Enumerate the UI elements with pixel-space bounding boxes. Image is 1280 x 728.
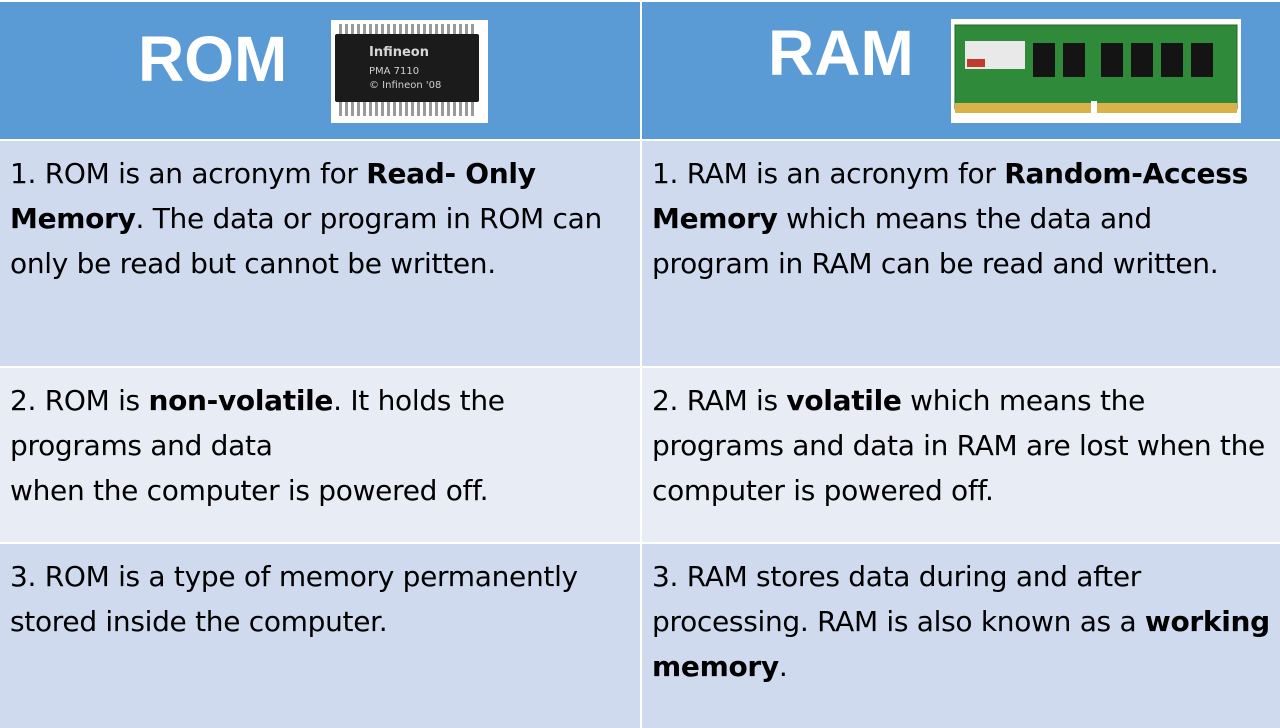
rom-row-1-highlight: Read- Only Memory [10, 157, 536, 235]
ram-row-3-highlight: working memory [652, 605, 1270, 683]
rom-chip-icon: Infineon PMA 7110 © Infineon '08 [335, 24, 479, 116]
chip-brand-label: Infineon [369, 45, 429, 60]
ram-module-image [951, 19, 1241, 123]
ram-row-1: 1. RAM is an acronym for Random-Access M… [642, 141, 1280, 366]
ram-module-icon [954, 24, 1238, 115]
rom-row-3: 3. ROM is a type of memory permanently s… [0, 544, 640, 728]
rom-row-2-highlight: non-volatile [148, 384, 334, 417]
rom-row-1: 1. ROM is an acronym for Read- Only Memo… [0, 141, 640, 366]
rom-header-cell: ROM Infineon PMA 7110 © Infineon '08 [0, 2, 640, 139]
ram-header-cell: RAM [642, 2, 1280, 139]
rom-row-2: 2. ROM is non-volatile. It holds the pro… [0, 368, 640, 542]
ram-row-3: 3. RAM stores data during and after proc… [642, 544, 1280, 728]
ram-row-1-highlight: Random-Access Memory [652, 157, 1248, 235]
ram-header-title: RAM [768, 17, 914, 89]
chip-model-label: PMA 7110 [369, 66, 419, 77]
chip-copyright-label: © Infineon '08 [369, 80, 441, 91]
rom-chip-image: Infineon PMA 7110 © Infineon '08 [331, 20, 488, 123]
ram-row-2: 2. RAM is volatile which means the progr… [642, 368, 1280, 542]
ram-row-2-highlight: volatile [786, 384, 902, 417]
rom-header-title: ROM [138, 23, 288, 95]
